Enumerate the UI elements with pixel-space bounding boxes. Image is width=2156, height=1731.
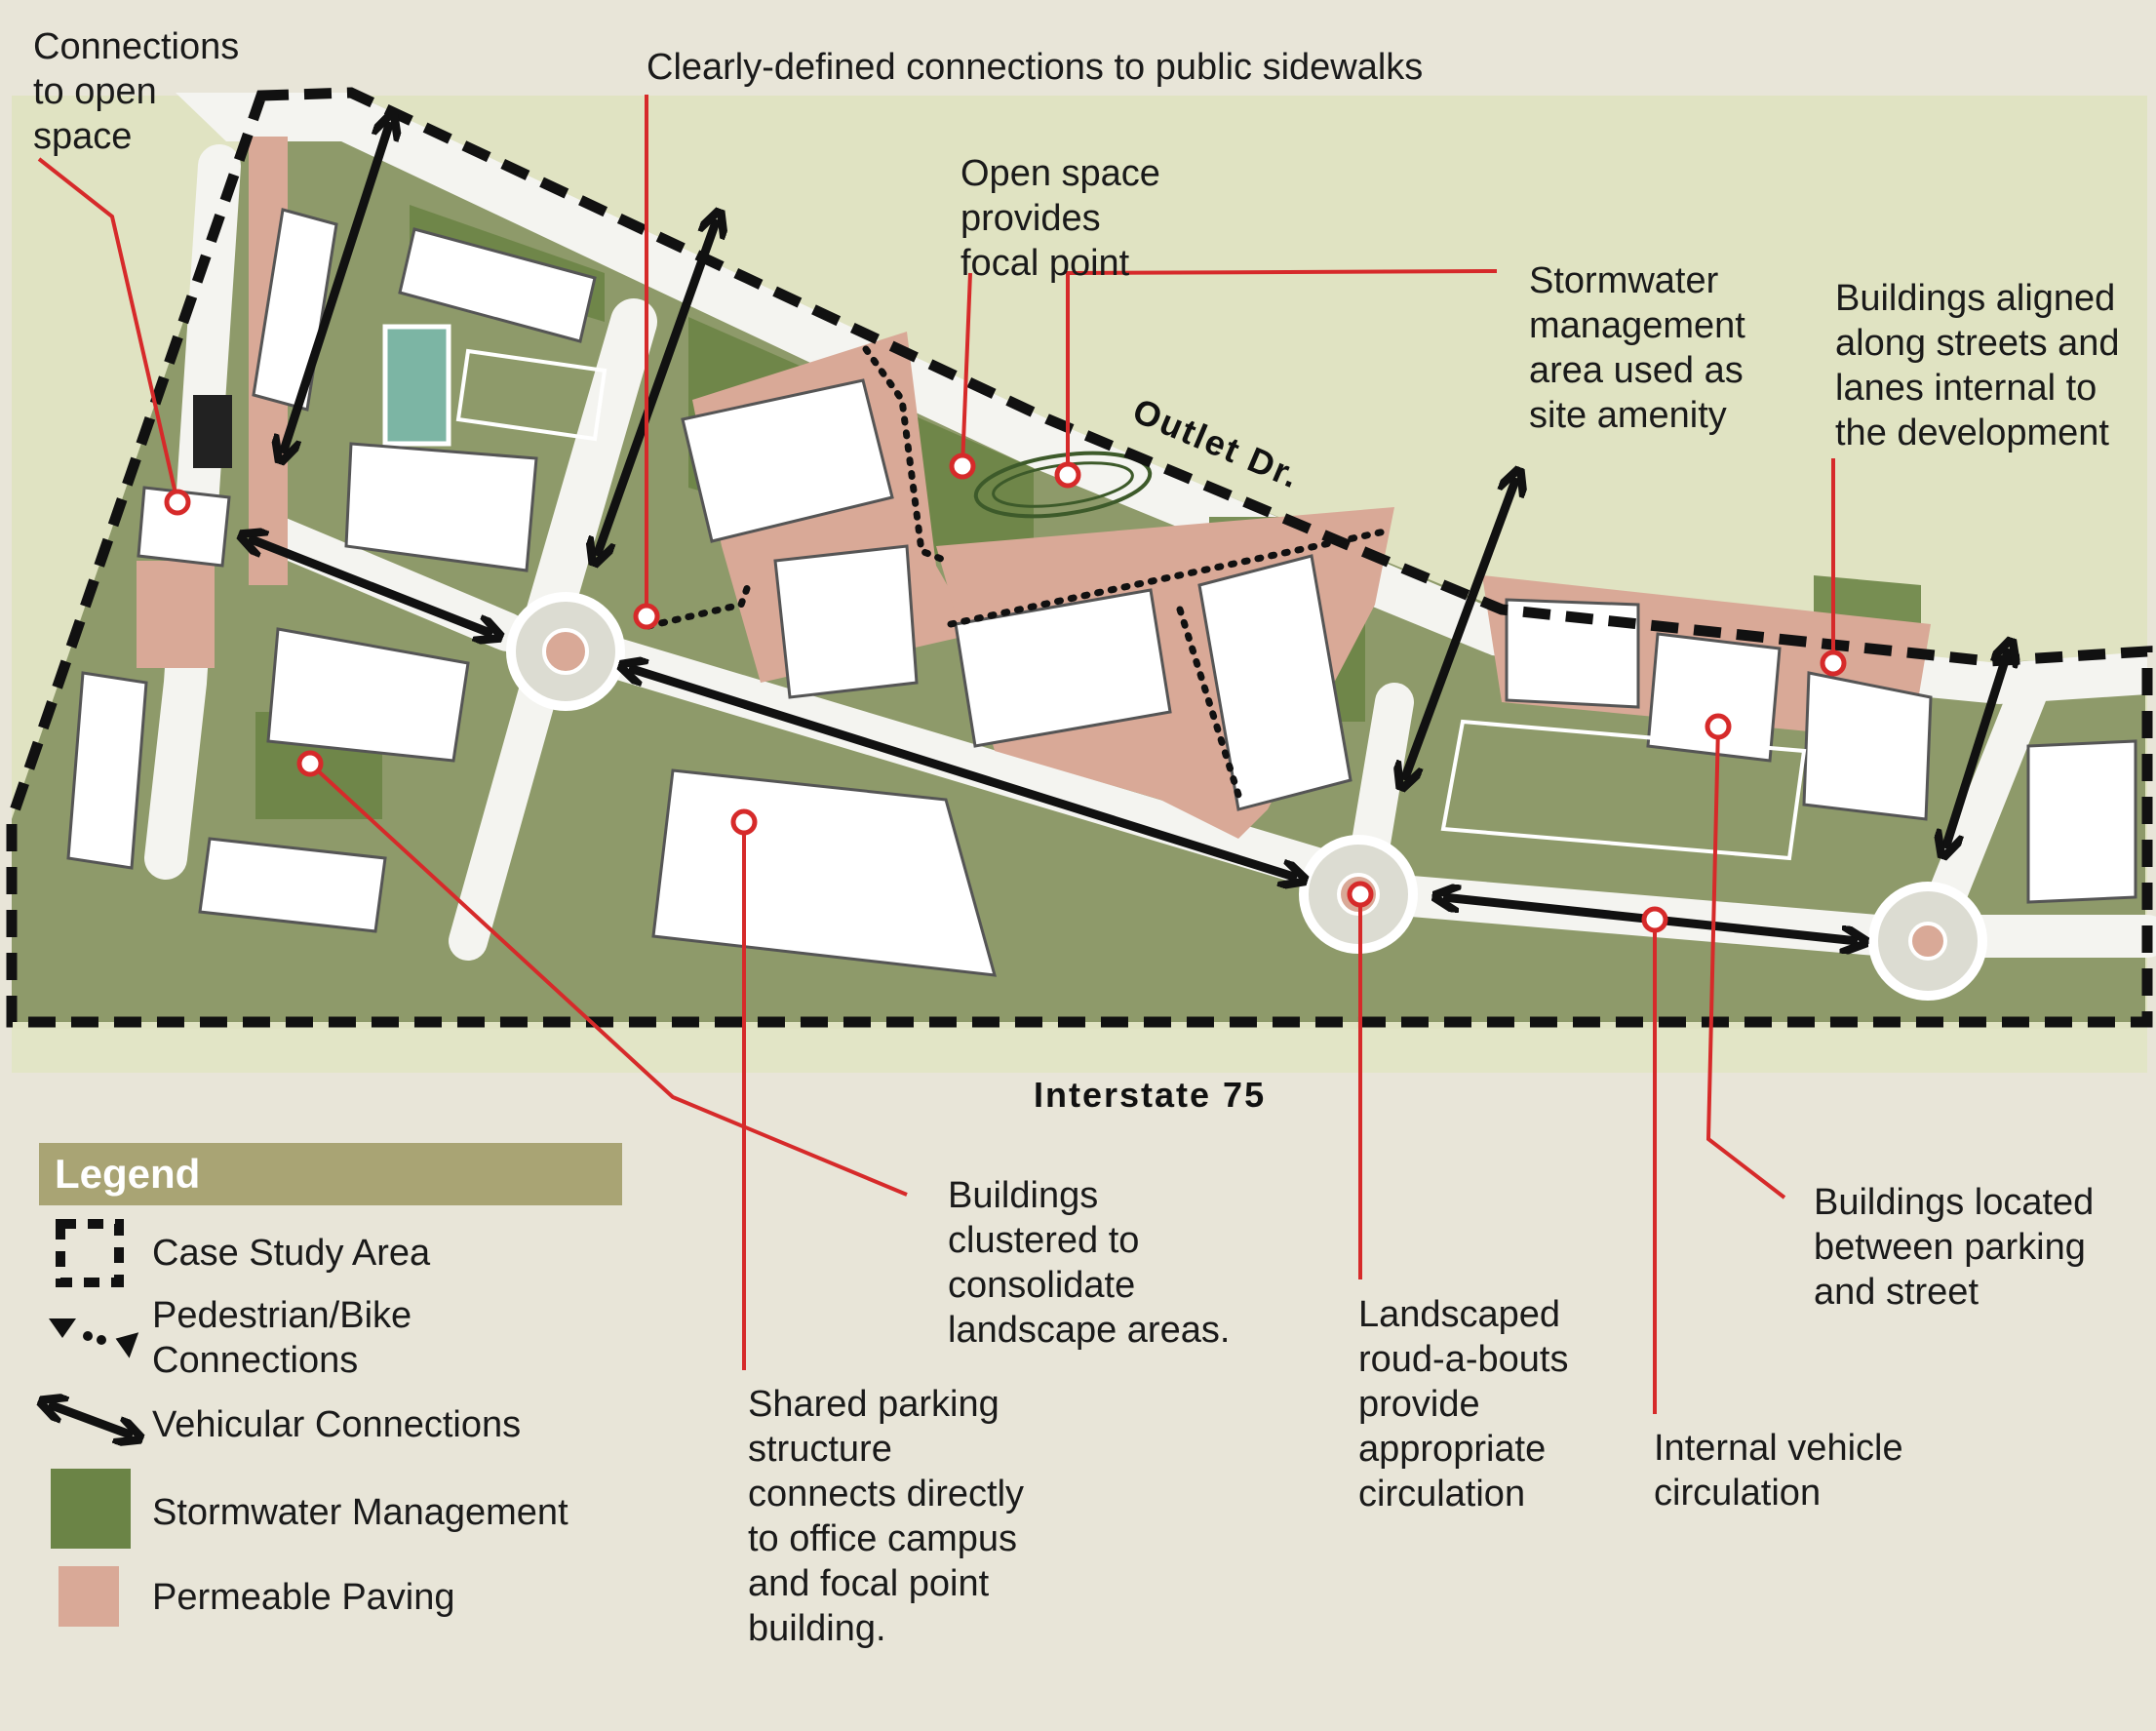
legend-label-case-study: Case Study Area: [152, 1233, 431, 1274]
callout-lines: [37, 95, 1835, 1414]
building-office-2: [773, 544, 919, 699]
dark-structure: [193, 395, 232, 468]
building-east-3: [1802, 671, 1933, 821]
building-res-4: [198, 837, 387, 933]
annotation-stormwater-amenity: Stormwater management area used as site …: [1529, 260, 1745, 436]
annotation-shared-parking: Shared parking structure connects direct…: [748, 1384, 1025, 1649]
interstate-strip: [12, 1029, 2147, 1073]
parking-garage-east: [2026, 739, 2137, 904]
building-res-1: [398, 227, 597, 343]
legend-symbols: [49, 1219, 139, 1627]
dotted-arrow-icon: [49, 1318, 139, 1358]
building-res-3: [266, 627, 470, 763]
annotation-buildings-between: Buildings located between parking and st…: [1814, 1182, 2095, 1313]
legend-label-permeable-paving: Permeable Paving: [152, 1577, 455, 1618]
legend-label-stormwater: Stormwater Management: [152, 1492, 568, 1533]
annotation-connections-open-space: Connections to open space: [33, 26, 240, 157]
building-east-2: [1646, 632, 1782, 763]
paving-swatch: [59, 1566, 119, 1627]
annotation-landscaped-roundabouts: Landscaped roud-a-bouts provide appropri…: [1358, 1294, 1569, 1515]
pool: [382, 324, 451, 447]
legend-label-pedestrian-bike: Pedestrian/Bike Connections: [152, 1295, 412, 1381]
annotation-buildings-aligned: Buildings aligned along streets and lane…: [1835, 278, 2120, 453]
community-building: [137, 486, 231, 568]
legend-title: Legend: [39, 1143, 622, 1205]
annotation-open-space-focal: Open space provides focal point: [960, 153, 1160, 284]
annotation-internal-vehicle: Internal vehicle circulation: [1654, 1428, 1903, 1514]
annotation-buildings-clustered: Buildings clustered to consolidate lands…: [948, 1175, 1231, 1351]
callout-markers: [164, 452, 1847, 933]
townhomes-south: [66, 671, 148, 870]
vehicular-connections: [249, 122, 2009, 941]
stormwater-swatch: [51, 1469, 131, 1549]
dashed-boundary-icon: [56, 1219, 124, 1287]
legend-label-vehicular: Vehicular Connections: [152, 1404, 522, 1445]
double-arrow-icon: [49, 1404, 133, 1436]
annotation-public-sidewalks: Clearly-defined connections to public si…: [647, 47, 1424, 88]
interstate-label: Interstate 75: [1034, 1075, 1267, 1115]
